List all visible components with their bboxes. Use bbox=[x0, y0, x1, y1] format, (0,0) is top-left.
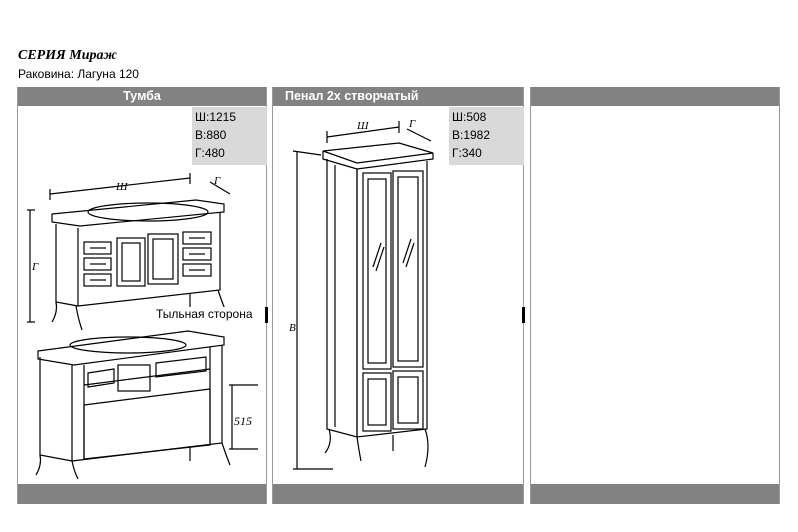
column-footer-empty bbox=[531, 484, 779, 504]
column-header-tumba: Тумба bbox=[18, 87, 266, 106]
column-footer-tumba bbox=[18, 484, 266, 504]
back-side-label: Тыльная сторона bbox=[154, 307, 255, 321]
column-header-penal: Пенал 2х створчатый bbox=[273, 87, 523, 106]
label-width-front: Ш bbox=[115, 181, 128, 193]
dim-width: Ш:1215 bbox=[195, 110, 237, 124]
column-tumba: Тумба Ш:1215 В:880 Г:480 bbox=[17, 87, 267, 504]
label-width: Ш bbox=[356, 120, 369, 132]
label-depth-front: Г bbox=[213, 175, 221, 187]
label-depth: Г bbox=[408, 118, 416, 130]
tall-cabinet-drawing: Ш Г В bbox=[289, 118, 434, 470]
dimensions-box-penal: Ш:508 В:1982 Г:340 bbox=[449, 107, 524, 165]
label-height-front: Г bbox=[31, 261, 39, 273]
column-header-empty bbox=[531, 87, 779, 106]
vanity-front-drawing: Ш Г Г bbox=[27, 173, 231, 331]
divider-tick-left bbox=[265, 307, 268, 323]
series-title: СЕРИЯ Мираж bbox=[18, 48, 117, 63]
column-penal: Пенал 2х створчатый Ш:508 В:1982 Г:340 bbox=[272, 87, 524, 504]
dim-width: Ш:508 bbox=[452, 110, 487, 124]
height-marker-515: 515 bbox=[234, 414, 252, 428]
column-title-tumba: Тумба bbox=[123, 89, 161, 103]
column-footer-penal bbox=[273, 484, 523, 504]
divider-tick-right bbox=[522, 307, 525, 323]
column-title-penal: Пенал 2х створчатый bbox=[285, 89, 419, 103]
column-empty bbox=[530, 87, 780, 504]
sink-subtitle: Раковина: Лагуна 120 bbox=[18, 67, 139, 81]
dim-height: В:1982 bbox=[452, 128, 491, 142]
dimensions-box-tumba: Ш:1215 В:880 Г:480 bbox=[192, 107, 267, 165]
dim-depth: Г:340 bbox=[452, 146, 482, 160]
dim-height: В:880 bbox=[195, 128, 227, 142]
dim-depth: Г:480 bbox=[195, 146, 225, 160]
vanity-back-drawing: 515 bbox=[35, 330, 258, 480]
label-height: В bbox=[289, 322, 296, 334]
